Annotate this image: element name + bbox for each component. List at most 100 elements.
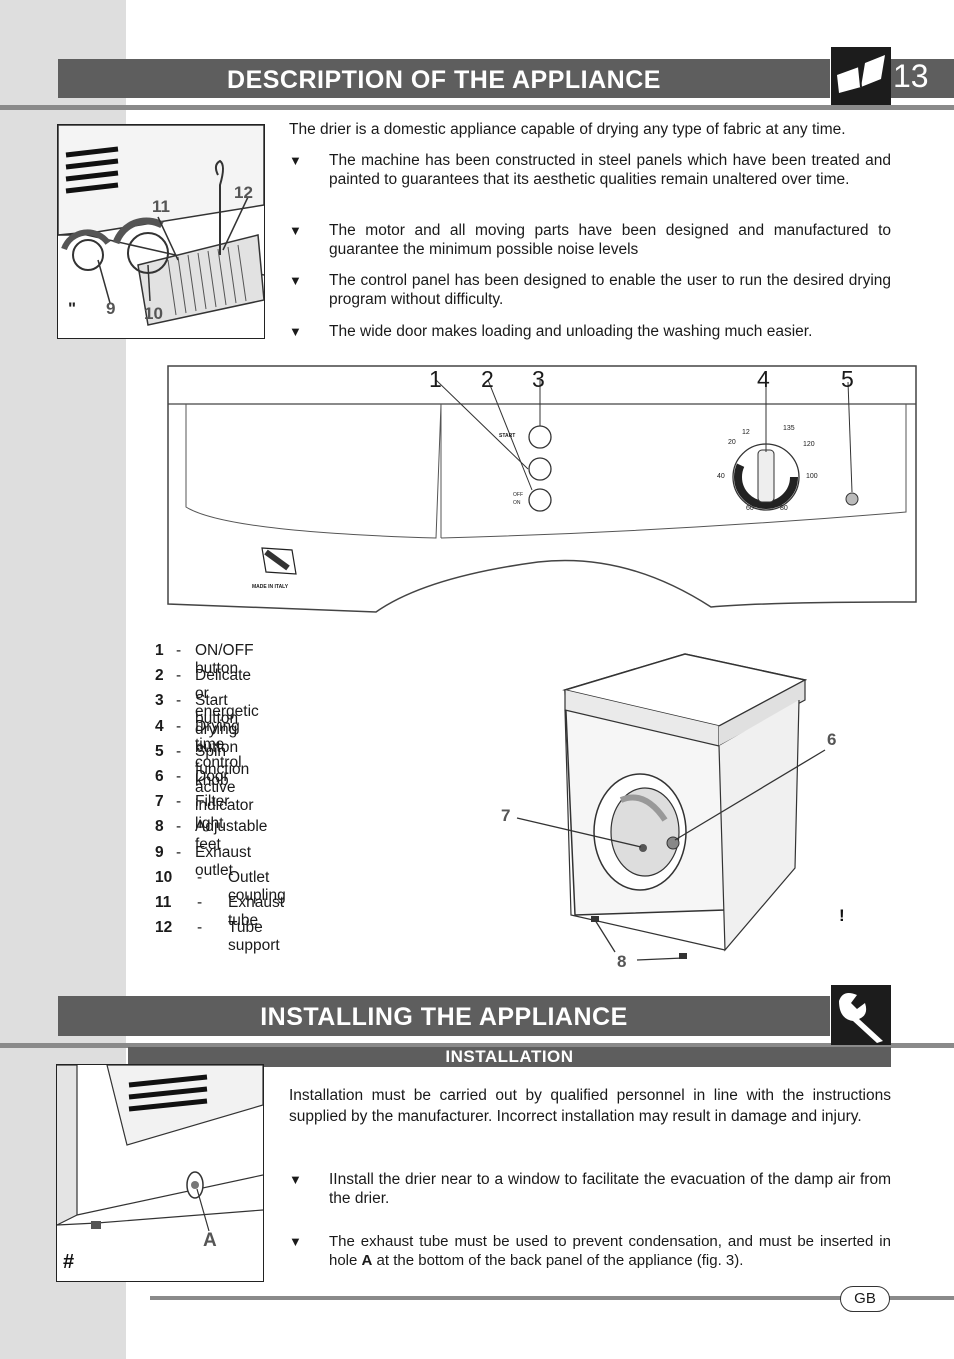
callout-2: 2: [481, 366, 494, 392]
dial-mark: 135: [783, 425, 795, 432]
exhaust-figure: 11 12 " 9 10: [57, 124, 265, 339]
machine-figure: 6 7 8 !: [495, 650, 855, 971]
dial-mark: 12: [742, 429, 750, 436]
exhaust-illustration: [58, 125, 264, 326]
control-panel-illustration: [167, 365, 917, 613]
dial-mark: 80: [780, 505, 788, 512]
legend-label: Exhaust outlet: [195, 843, 252, 879]
legend-dash: -: [176, 667, 182, 685]
label-6: 6: [827, 730, 837, 749]
dial-mark: 120: [803, 441, 815, 448]
bullet-text: The machine has been constructed in stee…: [329, 152, 891, 188]
section-title-installing: INSTALLING THE APPLIANCE: [58, 996, 830, 1036]
on-label: ON: [513, 500, 521, 506]
label-hash: #: [63, 1251, 75, 1273]
bullet-4: ▼ The wide door makes loading and unload…: [289, 322, 891, 341]
label-quote: ": [68, 299, 77, 318]
legend-dash: -: [176, 692, 182, 710]
install-bullet-2: ▼ The exhaust tube must be used to preve…: [289, 1232, 891, 1270]
legend-dash: -: [176, 843, 182, 861]
made-in-label: MADE IN ITALY: [252, 584, 289, 590]
legend-dash: -: [197, 919, 203, 937]
bullet-text: The control panel has been designed to e…: [329, 272, 891, 308]
bullet-text-part: at the bottom of the back panel of the a…: [372, 1252, 744, 1269]
control-panel-figure: 1 2 3 4 5 START OFF ON MADE IN ITALY 12 …: [166, 362, 918, 622]
legend-label: Tube support: [228, 919, 280, 955]
subsection-title: INSTALLATION: [445, 1047, 574, 1066]
legend-dash: -: [176, 717, 182, 735]
legend-label: Exhaust tube: [228, 893, 285, 929]
legend-dash: -: [176, 818, 182, 836]
section-rule: [0, 105, 954, 110]
dial-mark: 60: [746, 505, 754, 512]
label-10: 10: [144, 304, 163, 323]
bullet-3: ▼ The control panel has been designed to…: [289, 271, 891, 309]
bullet-marker: ▼: [289, 273, 302, 288]
legend-number: 5: [155, 742, 164, 760]
machine-illustration: [516, 653, 826, 961]
legend-number: 6: [155, 767, 164, 785]
hole-figure: A #: [56, 1064, 264, 1282]
callout-1: 1: [429, 366, 442, 392]
installation-intro: Installation must be carried out by qual…: [289, 1087, 891, 1125]
wrench-icon: [831, 985, 891, 1045]
bullet-text: The exhaust tube must be used to prevent…: [329, 1232, 891, 1270]
book-icon: [831, 47, 891, 105]
bullet-marker: ▼: [289, 223, 302, 238]
legend-label: Start button: [195, 692, 239, 728]
label-A: A: [203, 1230, 217, 1251]
legend-label: Door: [195, 767, 229, 785]
install-bullet-1: ▼ IInstall the drier near to a window to…: [289, 1170, 891, 1208]
label-8: 8: [617, 952, 627, 971]
bullet-2: ▼ The motor and all moving parts have be…: [289, 221, 891, 259]
legend-label: Delicate or energetic drying button: [195, 667, 259, 757]
legend-number: 4: [155, 717, 164, 735]
language-badge: GB: [840, 1286, 890, 1312]
label-11: 11: [152, 197, 170, 216]
hole-reference: A: [361, 1252, 373, 1269]
bullet-text: The wide door makes loading and unloadin…: [329, 323, 813, 340]
bullet-text: IInstall the drier near to a window to f…: [329, 1171, 891, 1207]
dial-mark: 100: [806, 473, 818, 480]
label-exclaim: !: [839, 906, 845, 925]
page-number-rule: [891, 59, 954, 98]
legend-label: Filter: [195, 793, 230, 811]
dial-mark: 40: [717, 473, 725, 480]
bullet-text: The motor and all moving parts have been…: [329, 222, 891, 258]
bullet-marker: ▼: [289, 324, 302, 339]
legend-number: 9: [155, 843, 164, 861]
legend-number: 8: [155, 818, 164, 836]
callout-3: 3: [532, 366, 545, 392]
section-title: DESCRIPTION OF THE APPLIANCE: [58, 59, 830, 98]
bullet-marker: ▼: [289, 1234, 302, 1249]
bullet-text-part: The exhaust tube must be used to prevent…: [329, 1233, 891, 1269]
label-9: 9: [106, 299, 116, 318]
dial-mark: 20: [728, 439, 736, 446]
section-rule: [0, 1043, 954, 1048]
legend-label: Drying time control knob: [195, 717, 242, 789]
bullet-marker: ▼: [289, 153, 302, 168]
start-label: START: [499, 433, 516, 439]
bullet-1: ▼ The machine has been constructed in st…: [289, 151, 891, 189]
legend-dash: -: [176, 767, 182, 785]
legend-number: 1: [155, 642, 164, 659]
off-label: OFF: [513, 492, 523, 498]
bullet-marker: ▼: [289, 1172, 302, 1187]
legend-dash: -: [197, 893, 203, 911]
legend-label: ON/OFF button: [195, 642, 254, 677]
label-12: 12: [234, 183, 253, 202]
callout-5: 5: [841, 366, 854, 392]
legend-number: 10: [155, 868, 173, 886]
legend-dash: -: [176, 793, 182, 811]
legend-dash: -: [176, 642, 182, 659]
legend-number: 3: [155, 692, 164, 710]
label-7: 7: [501, 806, 511, 825]
legend-dash: -: [197, 868, 203, 886]
page-number: 13: [893, 58, 929, 94]
intro-text: The drier is a domestic appliance capabl…: [289, 121, 846, 138]
legend-label: Spin function active indicator light: [195, 742, 254, 832]
legend-label: Adjustable feet: [195, 818, 268, 854]
legend-number: 7: [155, 793, 164, 811]
hole-illustration: [57, 1065, 263, 1232]
legend-number: 12: [155, 919, 173, 937]
